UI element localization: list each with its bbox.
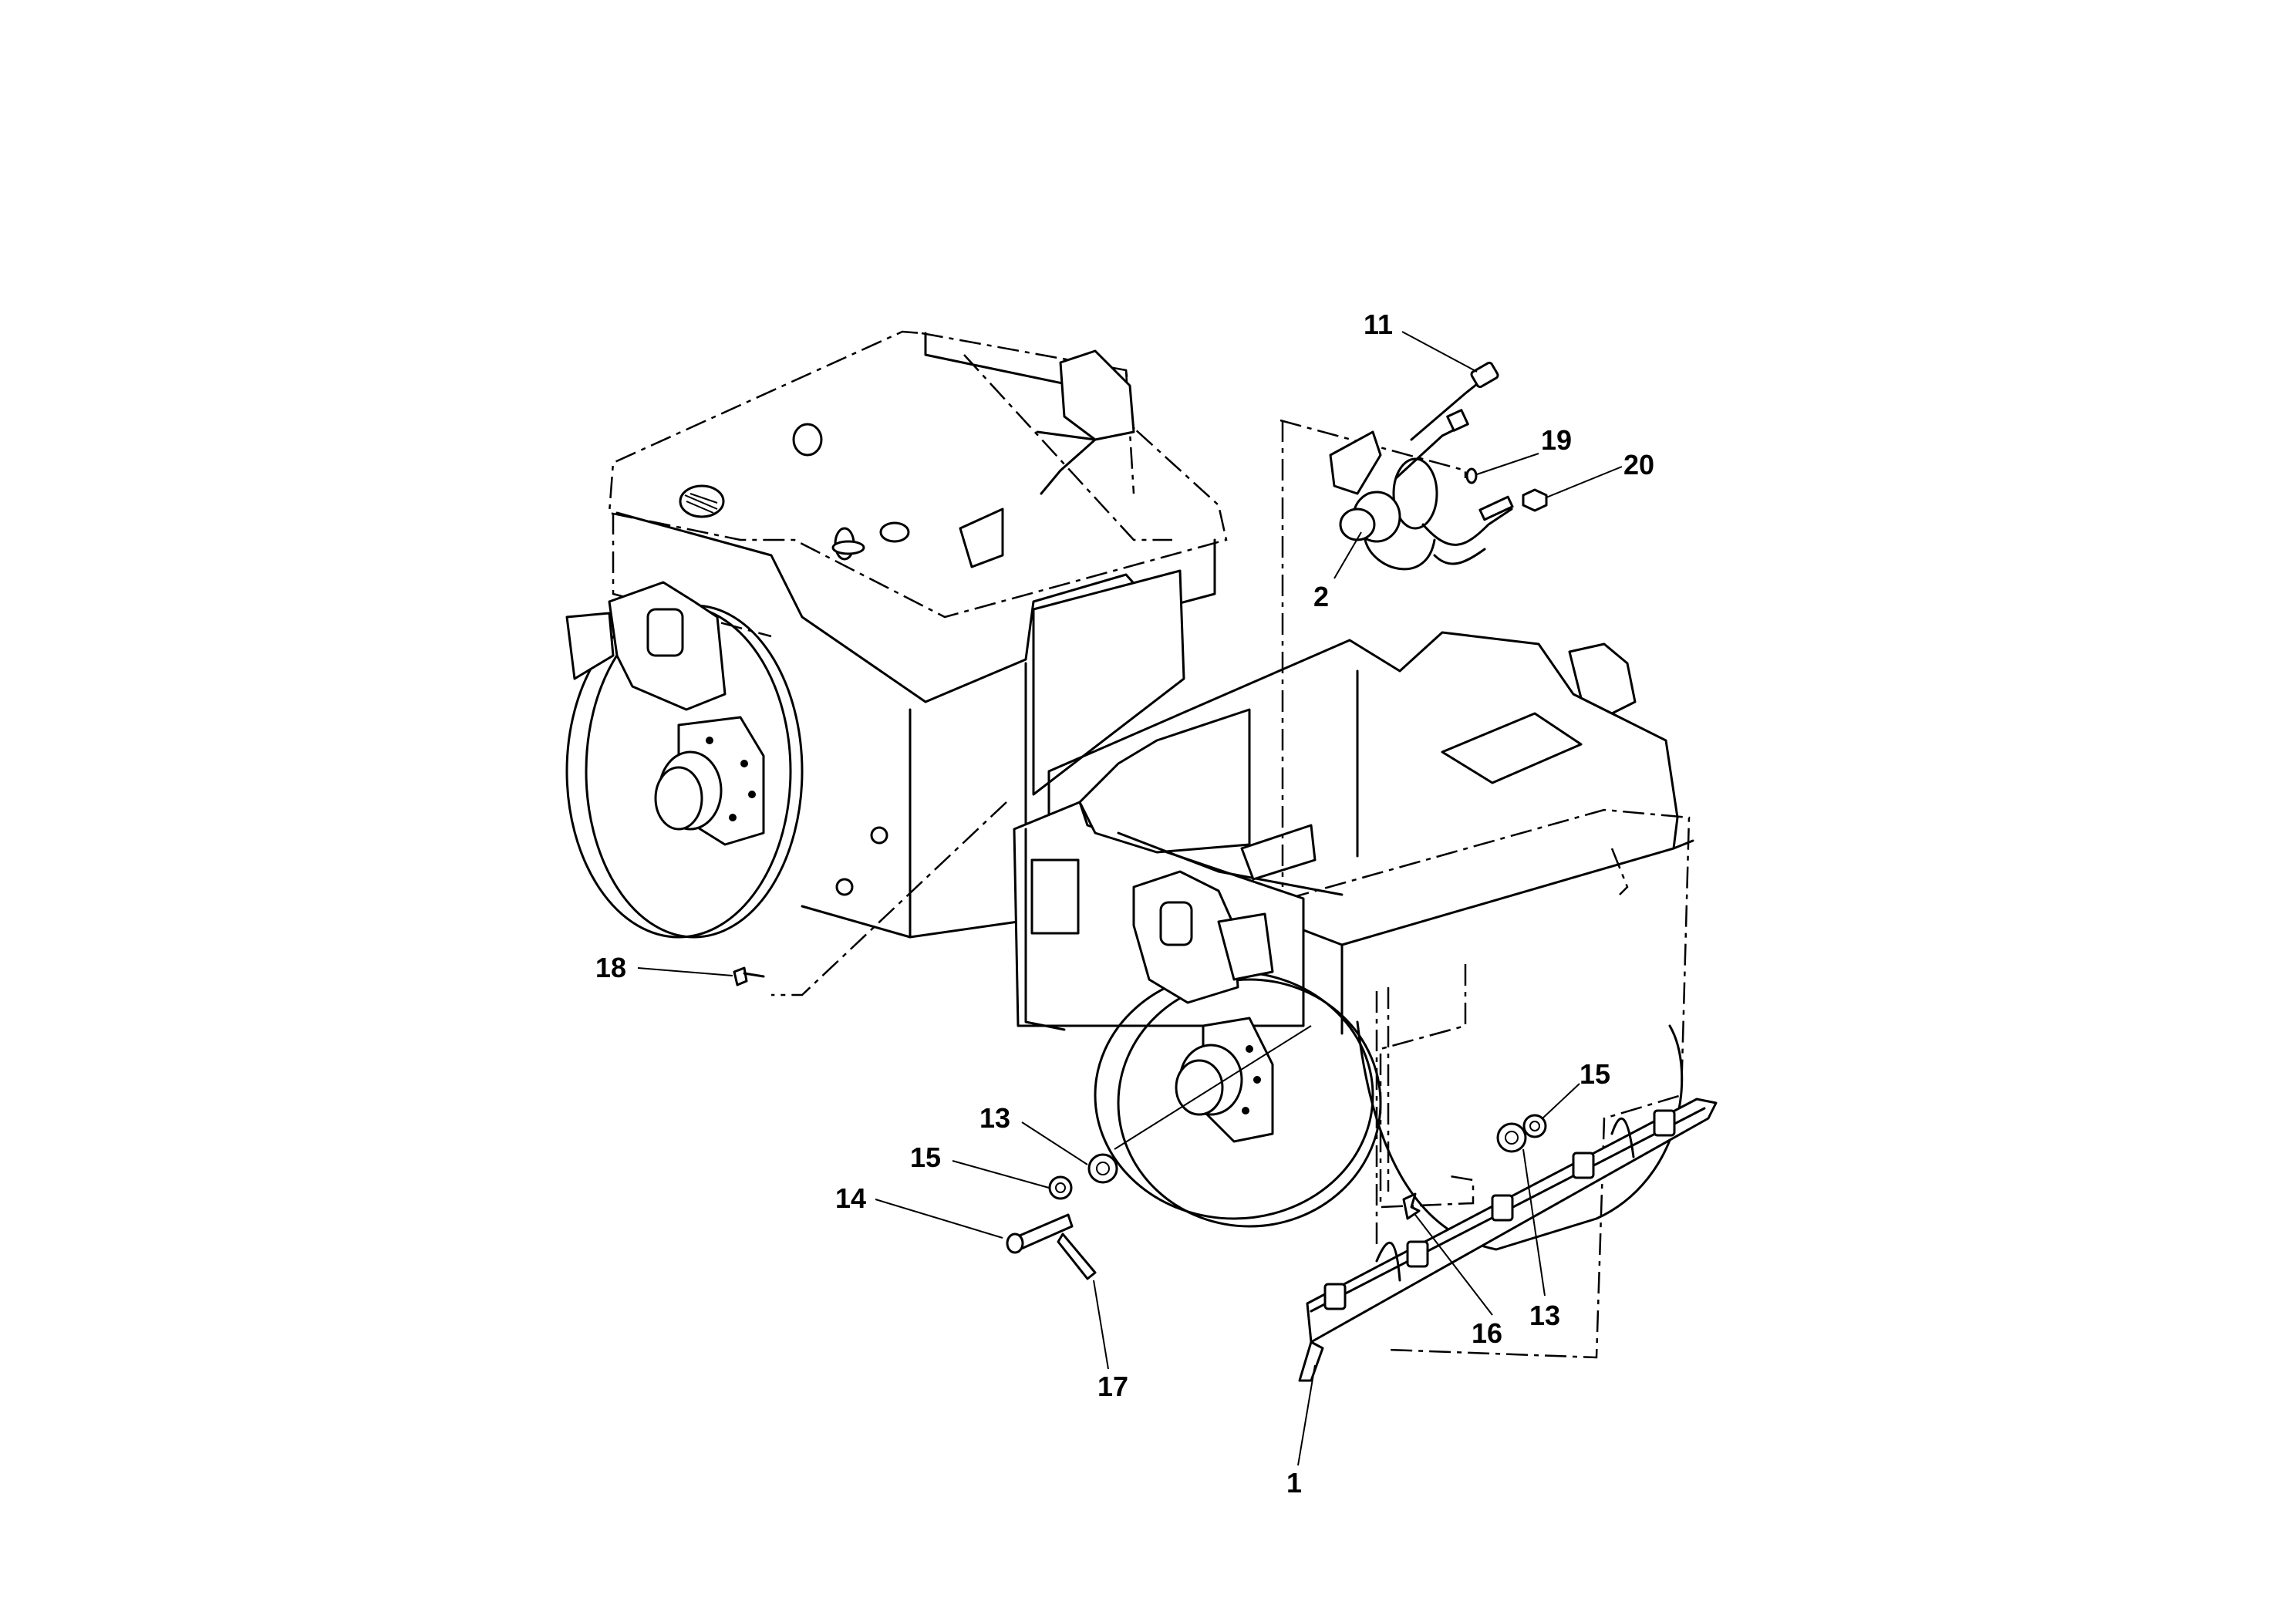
callout-16: 16 (1472, 1317, 1502, 1349)
fitting-11 (1470, 361, 1499, 389)
loose-parts (733, 966, 1547, 1280)
front-frame (1013, 631, 1694, 1359)
scraper-assembly (1298, 1098, 1718, 1382)
callouts: 11 19 20 2 18 13 15 14 17 15 13 16 1 (595, 309, 1654, 1499)
callout-13-right: 13 (1529, 1300, 1560, 1331)
callout-18: 18 (595, 952, 626, 983)
washer-15-right (1522, 1114, 1547, 1138)
callout-11: 11 (1364, 309, 1393, 340)
bushing-13-right (1496, 1122, 1527, 1153)
bushing-13-left (1087, 1153, 1118, 1184)
callout-1: 1 (1286, 1467, 1302, 1499)
hydraulic-motor-assembly (1279, 361, 1548, 887)
blade-holders (1323, 1109, 1676, 1310)
leader-lines (637, 331, 1623, 1466)
cotter-pin-17 (1057, 1233, 1097, 1280)
callout-19: 19 (1541, 424, 1572, 456)
callout-15-right: 15 (1580, 1058, 1610, 1090)
pin-14 (1006, 1213, 1074, 1254)
callout-2: 2 (1313, 581, 1329, 612)
washer-19 (1465, 467, 1478, 484)
screw-18 (733, 966, 765, 986)
rear-frame (565, 330, 1228, 996)
callout-13-left: 13 (979, 1102, 1010, 1134)
nut-20 (1522, 488, 1548, 512)
clip-16 (1402, 1192, 1421, 1220)
callout-20: 20 (1623, 449, 1654, 481)
callout-15-left: 15 (910, 1141, 941, 1173)
callout-17: 17 (1097, 1371, 1128, 1402)
callout-14: 14 (835, 1182, 866, 1214)
washer-15-left (1048, 1175, 1073, 1200)
